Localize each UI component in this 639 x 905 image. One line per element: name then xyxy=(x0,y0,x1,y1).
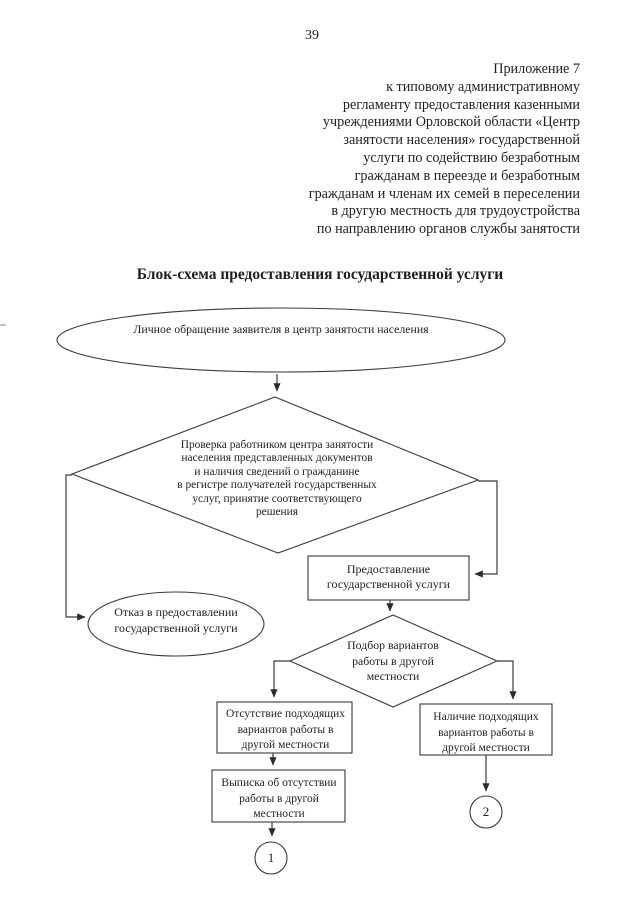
start-ellipse-shape xyxy=(56,307,506,373)
statement-box-shape xyxy=(211,769,346,823)
arrow-select-to-has-options xyxy=(497,660,517,700)
provide-service-box-shape xyxy=(307,555,470,601)
connector-2-label: 2 xyxy=(482,804,490,819)
arrow-select-to-no-options xyxy=(270,660,290,698)
select-decision-label: Подбор вариантов работы в другой местнос… xyxy=(347,638,439,683)
scan-artifact-mark xyxy=(0,324,6,326)
provide-service-label: Предоставление государственной услуги xyxy=(326,562,451,591)
no-options-label: Отсутствие подходящих вариантов работы в… xyxy=(225,708,346,751)
connector-2-circle-shape xyxy=(469,795,503,829)
start-ellipse-label: Личное обращение заявителя в центр занят… xyxy=(133,322,429,336)
flowchart-title: Блок-схема предоставления государственно… xyxy=(136,266,504,283)
arrow-check-to-refusal xyxy=(65,474,86,621)
no-options-box-shape xyxy=(216,701,353,754)
appendix-header: Приложение 7 к типовому административном… xyxy=(308,61,580,238)
connector-1-circle-shape xyxy=(254,841,288,875)
has-options-label: Наличие подходящих вариантов работы в др… xyxy=(433,711,539,754)
arrow-check-to-provide xyxy=(474,480,498,578)
select-decision-diamond-shape xyxy=(288,614,499,708)
check-decision-diamond-shape xyxy=(70,396,480,554)
refusal-ellipse-shape xyxy=(87,591,265,657)
connector-1-label: 1 xyxy=(267,850,275,865)
statement-label: Выписка об отсутствии работы в другой ме… xyxy=(221,777,337,820)
check-decision-label: Проверка работником центра занятости нас… xyxy=(177,439,377,519)
page-number: 39 xyxy=(305,28,319,43)
refusal-ellipse-label: Отказ в предоставлении государственной у… xyxy=(114,605,238,635)
